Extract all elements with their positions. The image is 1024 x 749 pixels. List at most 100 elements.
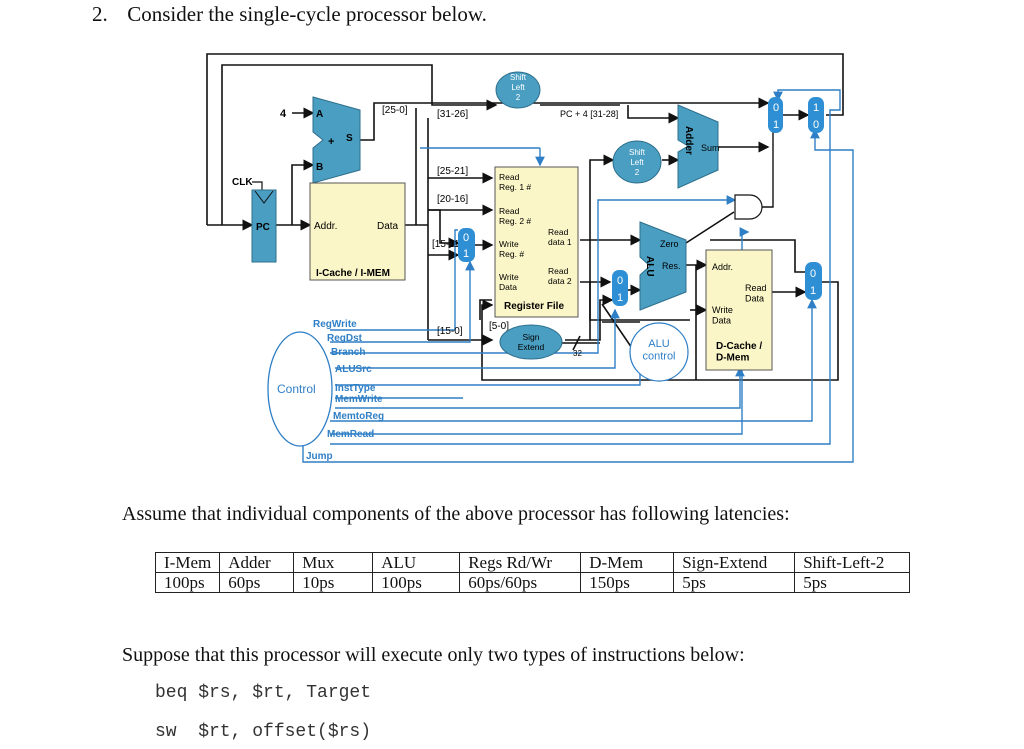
sig-memread: MemRead	[327, 429, 374, 440]
alu-control-unit	[629, 322, 689, 382]
shift-left-2-branch	[612, 140, 662, 184]
control-unit	[267, 331, 333, 447]
branch-adder	[677, 104, 719, 189]
table-value-cell: 60ps	[219, 572, 295, 593]
shift-top-l2: Left	[511, 83, 525, 92]
control-label: Control	[277, 382, 316, 396]
register-file-name: Register File	[504, 301, 564, 312]
bits-25-21: [25-21]	[437, 166, 468, 177]
shift-top-l1: Shift	[510, 73, 527, 82]
table-value-cell: 5ps	[794, 572, 911, 593]
table-header-cell: ALU	[372, 552, 461, 573]
bits-15-11: [15-11]	[432, 239, 463, 250]
question-number: 2.	[92, 2, 108, 26]
table-header-cell: Shift-Left-2	[794, 552, 911, 573]
adder-input-a: A	[316, 109, 323, 120]
shift-mid-l1: Shift	[629, 148, 646, 157]
pc-label: PC	[256, 222, 270, 233]
question-heading: 2. Consider the single-cycle processor b…	[92, 2, 487, 27]
svg-text:0: 0	[810, 268, 816, 280]
shift-mid-l3: 2	[635, 168, 640, 177]
zero-label: Zero	[660, 239, 679, 249]
table-header-cell: Mux	[293, 552, 374, 573]
table-value-cell: 5ps	[673, 572, 796, 593]
res-label: Res.	[662, 261, 681, 271]
alu-unit	[639, 221, 687, 311]
bits-25-0: [25-0]	[382, 105, 408, 116]
adder-output-s: S	[346, 133, 353, 144]
svg-text:1: 1	[617, 292, 623, 304]
svg-text:1: 1	[813, 102, 819, 114]
data-memory	[705, 249, 773, 371]
shift-top-l3: 2	[516, 93, 521, 102]
program-counter	[251, 189, 277, 263]
instruction-sw: sw $rt, offset($rs)	[155, 722, 372, 742]
sig-regdst: RegDst	[327, 333, 363, 344]
sig-branch: Branch	[331, 347, 365, 358]
bits-15-0: [15-0]	[437, 326, 463, 337]
icache-addr: Addr.	[314, 221, 337, 232]
instruction-intro: Suppose that this processor will execute…	[122, 644, 745, 666]
bits-31-26: [31-26]	[437, 109, 468, 120]
instruction-memory	[309, 182, 406, 281]
table-header-cell: Regs Rd/Wr	[459, 552, 582, 573]
latency-value-row: 100ps 60ps 10ps 100ps 60ps/60ps 150ps 5p…	[154, 572, 911, 593]
bits-5-0: [5-0]	[489, 321, 509, 332]
svg-text:0: 0	[463, 232, 469, 244]
svg-text:0: 0	[617, 275, 623, 287]
latency-intro: Assume that individual components of the…	[122, 503, 790, 525]
icache-data: Data	[377, 221, 399, 232]
register-file	[494, 166, 579, 318]
mux-alusrc	[612, 270, 628, 306]
sum-label: Sum	[701, 143, 720, 153]
width-32: 32	[573, 349, 582, 358]
shift-mid-l2: Left	[630, 158, 644, 167]
clk-label: CLK	[232, 177, 253, 188]
table-header-cell: Adder	[219, 552, 295, 573]
mux-jump	[808, 97, 824, 133]
sig-insttype: InstType	[335, 383, 376, 394]
table-value-cell: 60ps/60ps	[459, 572, 582, 593]
svg-text:0: 0	[813, 119, 819, 131]
question-text: Consider the single-cycle processor belo…	[127, 2, 487, 26]
pc4-label: PC + 4 [31-28]	[560, 109, 618, 119]
pc-adder	[312, 96, 361, 184]
sig-jump: Jump	[306, 451, 333, 462]
instruction-beq: beq $rs, $rt, Target	[155, 683, 372, 703]
mux-branch	[768, 97, 783, 133]
sign-extend-unit	[499, 324, 563, 360]
table-header-cell: D-Mem	[580, 552, 675, 573]
mux-regdst	[458, 228, 475, 262]
mux-memtoreg	[805, 262, 822, 300]
svg-text:1: 1	[773, 119, 779, 131]
table-header-cell: Sign-Extend	[673, 552, 796, 573]
dmem-addr-label: Addr.	[712, 262, 733, 272]
table-value-cell: 150ps	[580, 572, 675, 593]
dmem-name: D-Cache /D-Mem	[716, 341, 762, 364]
adder-plus: +	[328, 136, 334, 148]
latency-header-row: I-Mem Adder Mux ALU Regs Rd/Wr D-Mem Sig…	[154, 552, 911, 573]
datapath-diagram: 4 A + S B CLK PC Addr. Data I-Cache / I-…	[206, 53, 854, 463]
adder-input-b: B	[316, 162, 323, 173]
latency-table: I-Mem Adder Mux ALU Regs Rd/Wr D-Mem Sig…	[154, 552, 911, 593]
svg-text:0: 0	[773, 102, 779, 114]
table-value-cell: 10ps	[293, 572, 374, 593]
sig-regwrite: RegWrite	[313, 319, 357, 330]
svg-text:1: 1	[463, 248, 469, 260]
table-value-cell: 100ps	[154, 572, 221, 593]
const-four: 4	[280, 108, 287, 120]
branch-adder-label: Adder	[683, 126, 694, 155]
icache-name: I-Cache / I-MEM	[316, 268, 390, 279]
alu-label: ALU	[644, 256, 655, 277]
bits-20-16: [20-16]	[437, 194, 468, 205]
